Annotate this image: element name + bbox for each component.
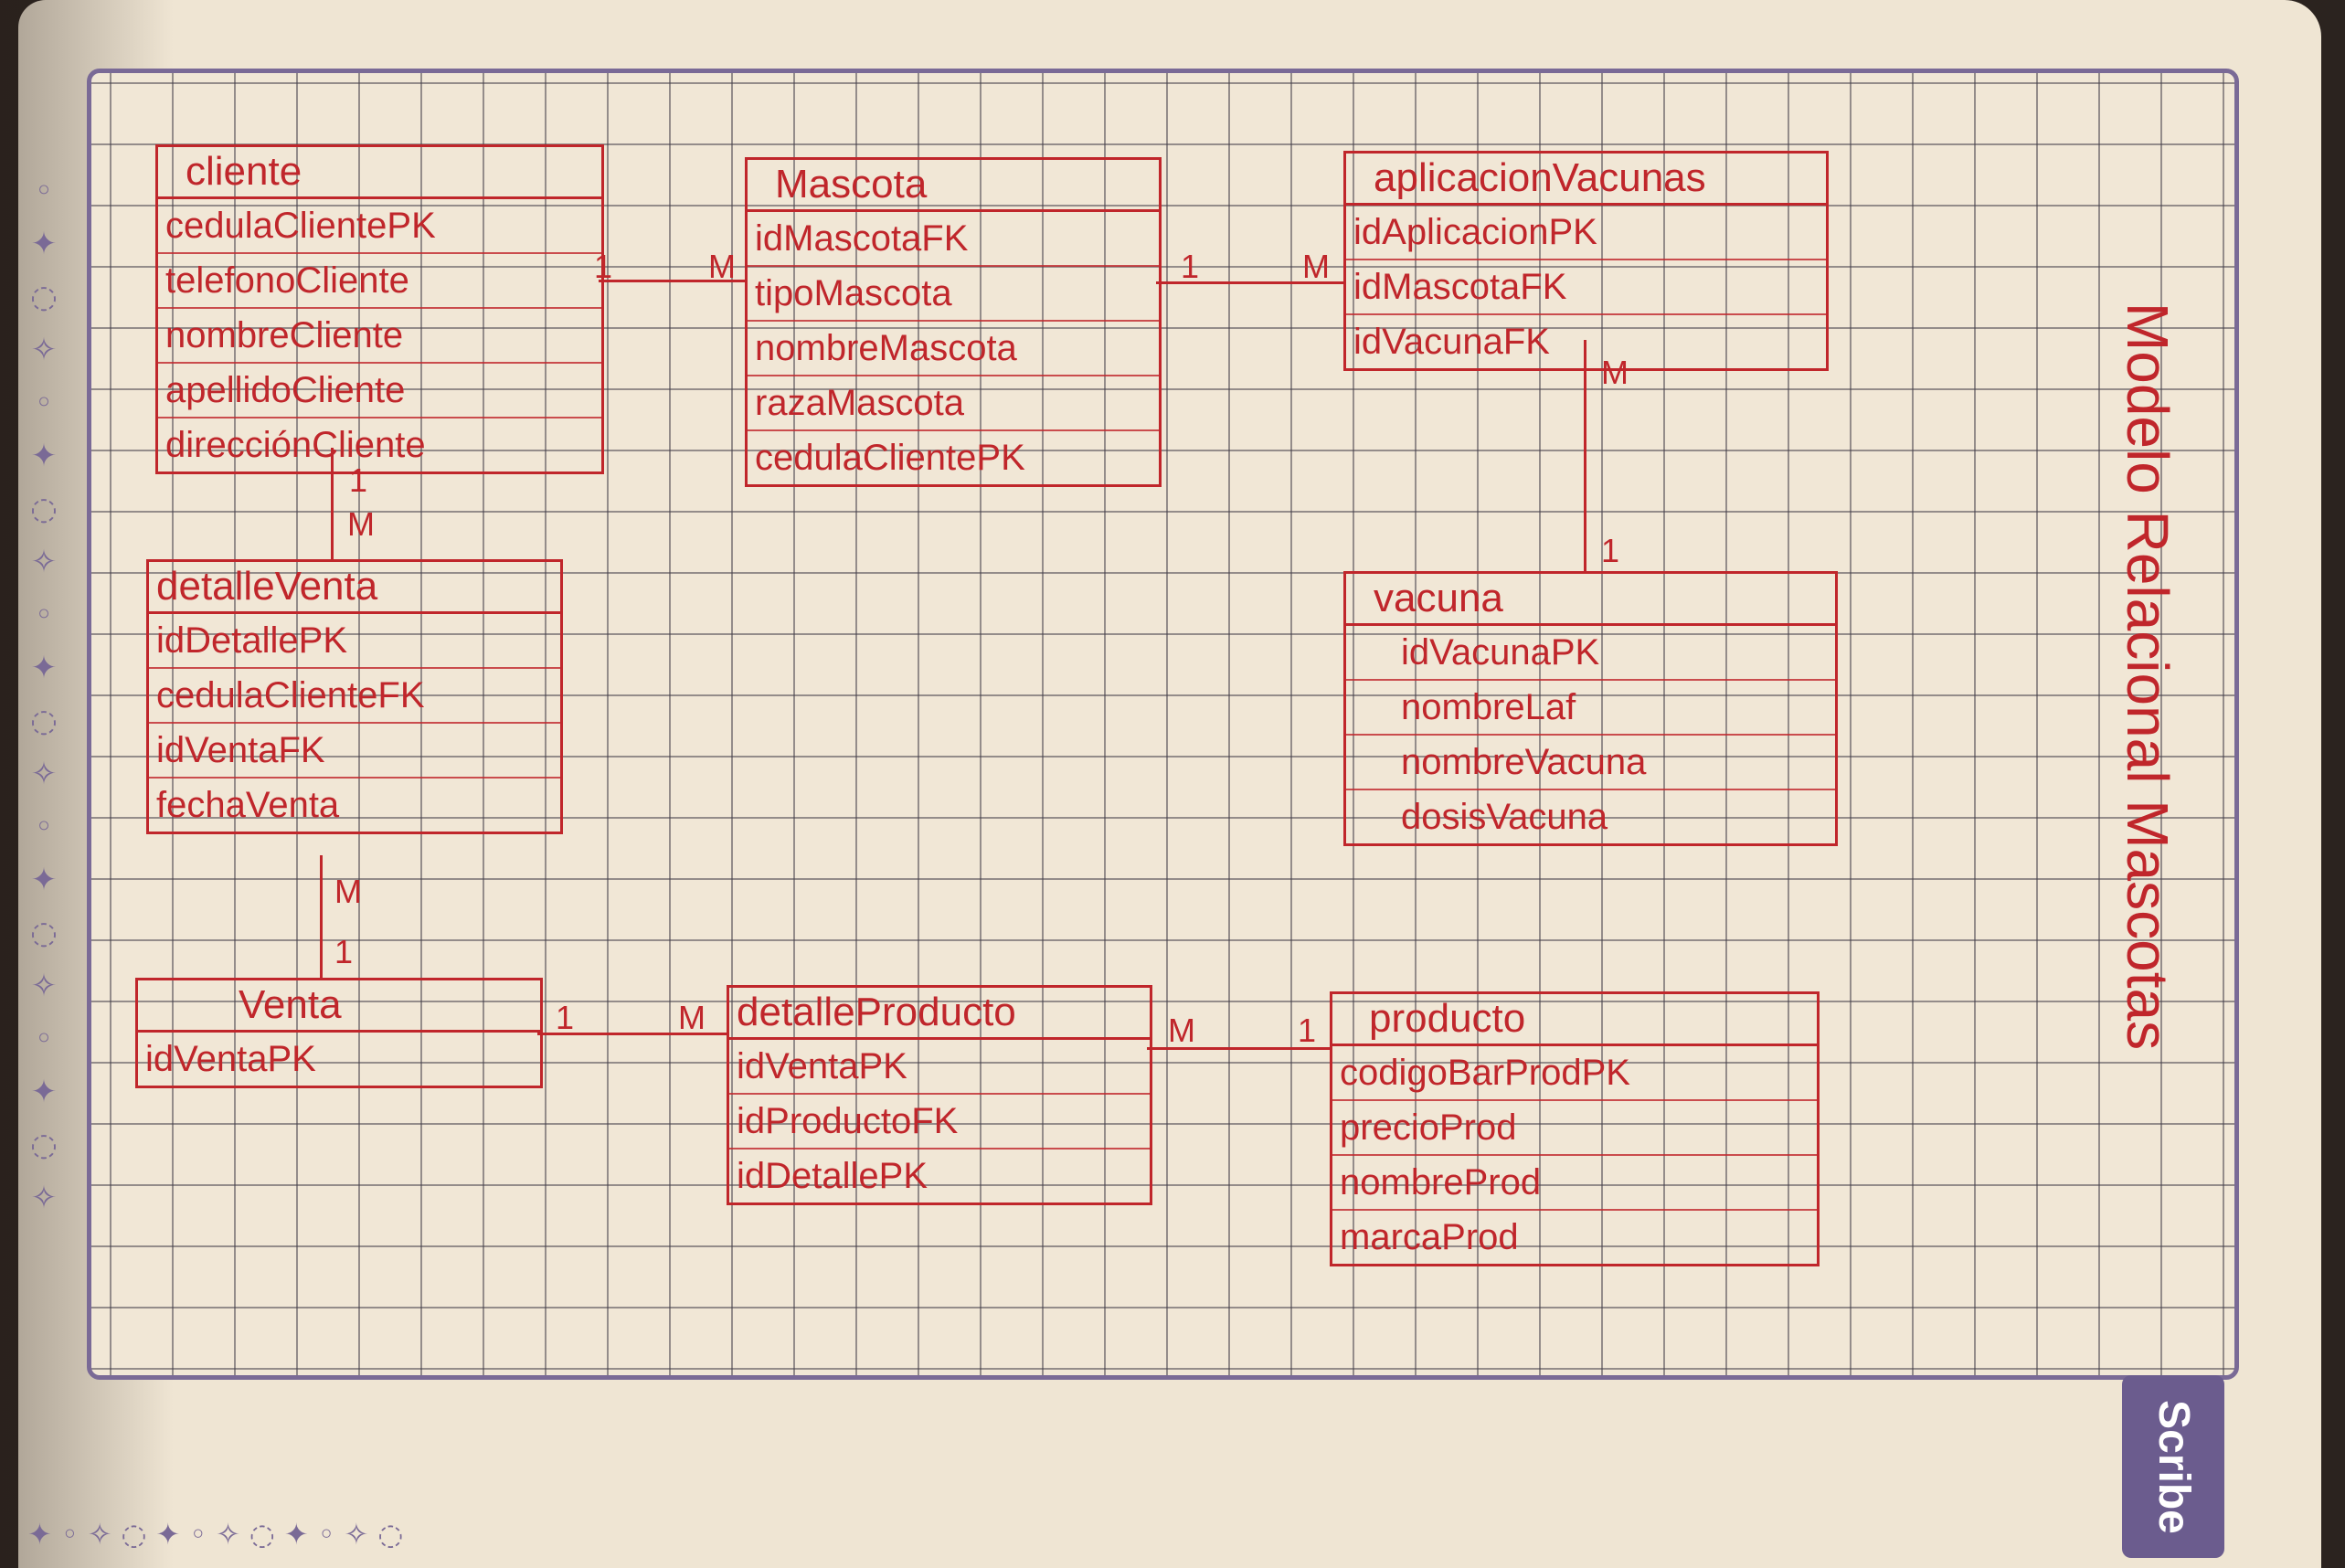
cardinality-label: 1 [594,248,613,285]
entity-title: detalleVenta [149,562,560,614]
attribute: nombreMascota [748,322,1159,376]
cardinality-label: M [1302,248,1330,285]
attribute: idVentaPK [145,1039,316,1079]
cardinality-label: 1 [1298,1012,1317,1049]
entity-title: producto [1332,994,1817,1046]
relation-line-detalleventa-venta [320,855,323,978]
entity-detalle-producto: detalleProducto idVentaPK idProductoFK i… [727,985,1152,1205]
attribute: codigoBarProdPK [1332,1046,1817,1101]
entity-mascota: Mascota idMascotaFK tipoMascota nombreMa… [745,157,1162,487]
attribute: cedulaClienteFK [149,669,560,724]
relation-line-mascota-aplicacion [1156,281,1343,284]
attribute: idMascotaFK [1346,260,1826,315]
cardinality-label: M [678,999,706,1036]
attribute: idProductoFK [729,1095,1150,1150]
attribute: marcaProd [1340,1217,1519,1257]
entity-title: vacuna [1346,574,1835,626]
cardinality-label: M [1168,1012,1195,1049]
attribute: precioProd [1332,1101,1817,1156]
entity-detalle-venta: detalleVenta idDetallePK cedulaClienteFK… [146,559,563,834]
attribute: nombreVacuna [1346,736,1835,790]
entity-cliente: cliente cedulaClientePK telefonoCliente … [155,144,604,474]
cardinality-label: 1 [1601,532,1620,569]
entity-title: cliente [158,147,601,199]
cardinality-label: M [334,873,362,910]
attribute: idMascotaFK [748,212,1159,267]
cardinality-label: 1 [556,999,575,1036]
cardinality-label: M [708,248,736,285]
relation-line-detalleproducto-producto [1147,1047,1330,1050]
diagram-title-container: Modelo Relacional Mascotas [2111,219,2184,1133]
entity-title: aplicacionVacunas [1346,154,1826,206]
attribute: dosisVacuna [1401,797,1608,837]
diagram-title: Modelo Relacional Mascotas [2115,302,2181,1051]
entity-title: Mascota [748,160,1159,212]
cardinality-label: 1 [1181,248,1200,285]
attribute: telefonoCliente [158,254,601,309]
entity-vacuna: vacuna idVacunaPK nombreLaf nombreVacuna… [1343,571,1838,846]
attribute: tipoMascota [748,267,1159,322]
entity-title: Venta [138,980,540,1033]
attribute: fechaVenta [156,785,340,825]
attribute: nombreLaf [1346,681,1835,736]
cardinality-label: M [347,505,375,543]
relation-line-aplicacion-vacuna [1584,340,1586,571]
brand-label: Scribe [2149,1399,2198,1534]
relation-line-cliente-mascota [599,280,745,282]
attribute: cedulaClientePK [158,199,601,254]
attribute: idVentaFK [149,724,560,779]
brand-tab: Scribe [2122,1375,2224,1558]
attribute: apellidoCliente [158,364,601,418]
attribute: nombreCliente [158,309,601,364]
relation-line-cliente-detalleventa [331,448,334,559]
relation-line-venta-detalleproducto [537,1033,727,1035]
entity-aplicacion-vacunas: aplicacionVacunas idAplicacionPK idMasco… [1343,151,1829,371]
grid-paper [87,69,2239,1380]
page-border-ornament: ◦✦◌✧◦✦◌✧◦✦◌✧◦✦◌✧◦✦◌✧ [30,173,58,1216]
attribute: razaMascota [748,376,1159,431]
attribute: direcciónCliente [165,425,426,465]
entity-venta: Venta idVentaPK [135,978,543,1088]
entity-title: detalleProducto [729,988,1150,1040]
attribute: idVacunaPK [1346,626,1835,681]
cardinality-label: 1 [349,461,368,499]
attribute: nombreProd [1332,1156,1817,1211]
attribute: idAplicacionPK [1346,206,1826,260]
attribute: idDetallePK [149,614,560,669]
attribute: cedulaClientePK [755,438,1025,478]
entity-producto: producto codigoBarProdPK precioProd nomb… [1330,991,1820,1266]
cardinality-label: 1 [334,933,354,970]
attribute: idDetallePK [737,1156,928,1196]
attribute: idVentaPK [729,1040,1150,1095]
bottom-border-ornament: ✦◦✧◌✦◦✧◌✦◦✧◌ [27,1517,413,1552]
attribute: idVacunaFK [1353,322,1550,362]
cardinality-label: M [1601,354,1629,391]
